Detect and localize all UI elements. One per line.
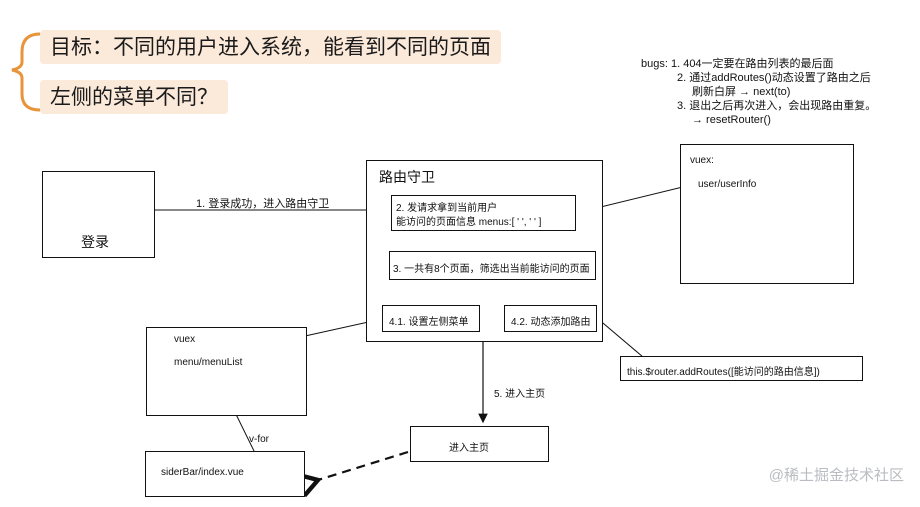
bugs-line-5: → resetRouter()	[692, 114, 771, 126]
sidebar-file-node: siderBar/index.vue	[145, 451, 305, 497]
add-routes-node: this.$router.addRoutes([能访问的路由信息])	[620, 356, 863, 381]
bugs-line-2: 2. 通过addRoutes()动态设置了路由之后	[677, 72, 871, 84]
bugs-line-1: bugs: 1. 404一定要在路由列表的最后面	[641, 58, 834, 70]
step2-node: 2. 发请求拿到当前用户 能访问的页面信息 menus:[ ' ', ' ' ]	[391, 195, 576, 231]
vuex-menu-node: vuex menu/menuList	[146, 327, 307, 416]
title-bracket	[11, 32, 41, 112]
step3-node: 3. 一共有8个页面，筛选出当前能访问的页面	[389, 251, 596, 280]
edge-42-addroutes	[596, 317, 644, 358]
step3-label: 3. 一共有8个页面，筛选出当前能访问的页面	[393, 264, 590, 275]
vuex-user-title: vuex:	[690, 155, 714, 166]
edge-to-home-label: 5. 进入主页	[494, 389, 546, 400]
edge-login-guard-label: 1. 登录成功，进入路由守卫	[196, 198, 330, 210]
step2-line-2: 能访问的页面信息 menus:[ ' ', ' ' ]	[396, 217, 542, 228]
step42-node: 4.2. 动态添加路由	[504, 305, 597, 332]
add-routes-label: this.$router.addRoutes([能访问的路由信息])	[627, 367, 820, 378]
home-label: 进入主页	[449, 443, 489, 454]
step41-label: 4.1. 设置左侧菜单	[389, 317, 469, 328]
vuex-user-item: user/userInfo	[698, 179, 757, 190]
edge-vfor-label: v-for	[249, 434, 269, 445]
login-node: 登录	[42, 171, 155, 258]
vuex-menu-item: menu/menuList	[174, 357, 243, 368]
title-line-1: 目标：不同的用户进入系统，能看到不同的页面	[40, 30, 501, 64]
sidebar-file-label: siderBar/index.vue	[161, 467, 244, 478]
title-line-2: 左侧的菜单不同？	[40, 80, 228, 114]
step42-label: 4.2. 动态添加路由	[511, 317, 591, 328]
vuex-menu-title: vuex	[174, 334, 196, 345]
home-node: 进入主页	[410, 426, 549, 462]
login-label: 登录	[81, 234, 109, 250]
step2-line-1: 2. 发请求拿到当前用户	[396, 203, 498, 214]
vuex-user-node: vuex: user/userInfo	[680, 144, 854, 284]
watermark: @稀土掘金技术社区	[768, 467, 904, 484]
route-guard-title: 路由守卫	[379, 169, 435, 185]
bugs-line-3: 刷新白屏 → next(to)	[692, 86, 791, 98]
step41-node: 4.1. 设置左侧菜单	[382, 305, 480, 332]
bugs-line-4: 3. 退出之后再次进入，会出现路由重复。	[677, 100, 877, 112]
bugs-notes: bugs: 1. 404一定要在路由列表的最后面 2. 通过addRoutes(…	[641, 57, 876, 127]
edge-home-sidebar	[297, 450, 409, 498]
